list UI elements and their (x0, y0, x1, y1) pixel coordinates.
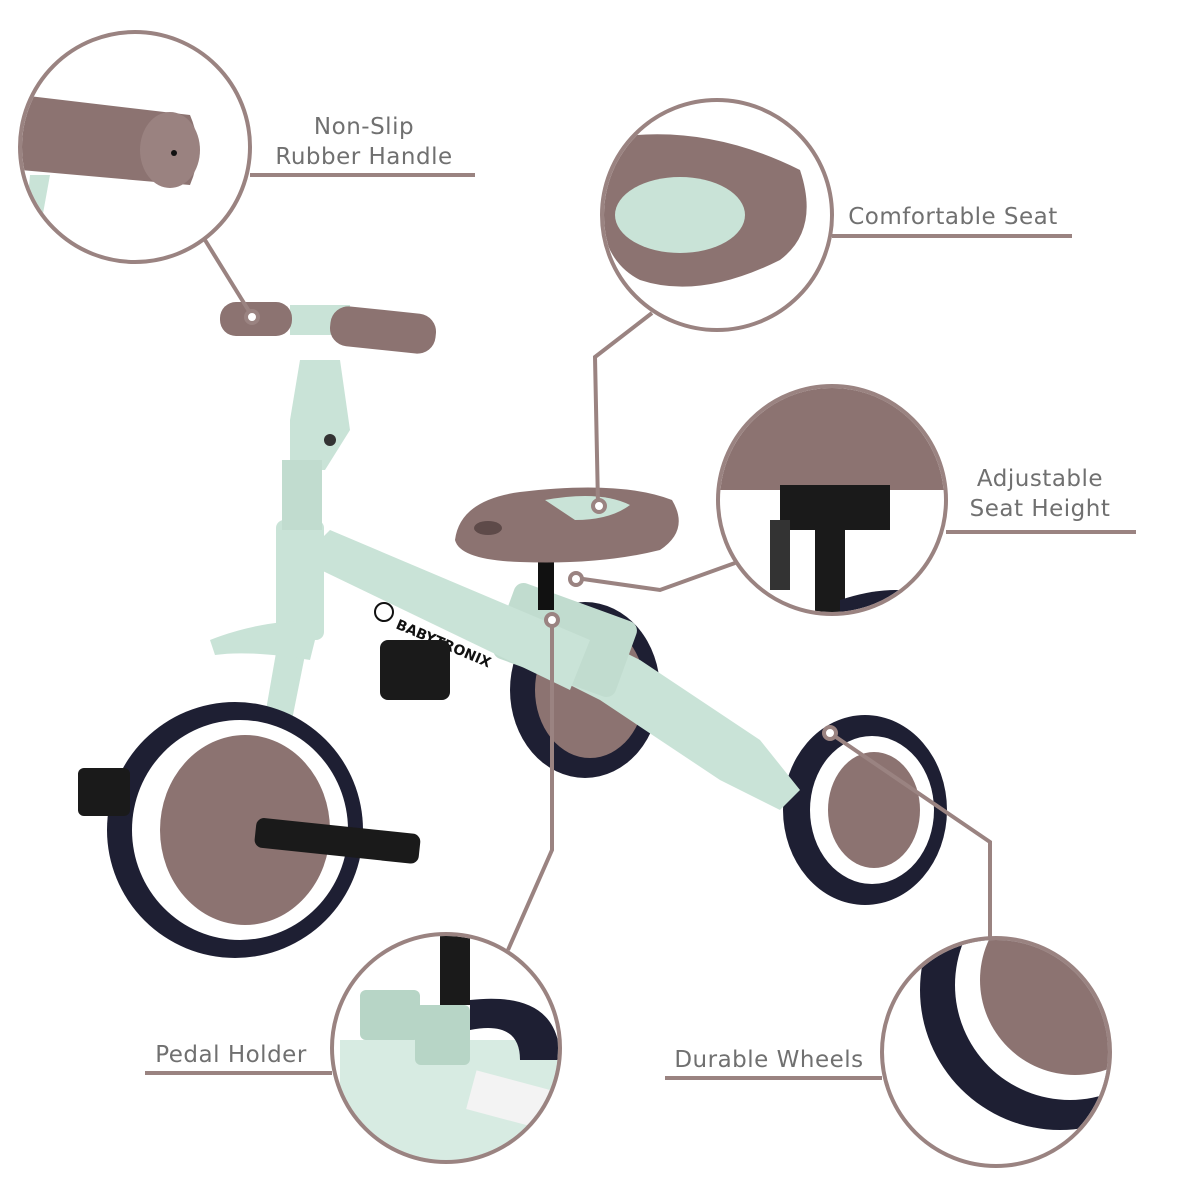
wheel-zoom-image (920, 940, 1108, 1130)
callout-lines (18, 30, 1136, 1168)
label-line: Durable Wheels (674, 1047, 864, 1073)
feature-label-pedal-holder: Pedal Holder (145, 1040, 317, 1070)
label-line: Seat Height (969, 496, 1111, 522)
feature-label-seat: Comfortable Seat (840, 202, 1066, 232)
feature-label-handle: Non-Slip Rubber Handle (262, 112, 466, 172)
feature-label-wheels: Durable Wheels (664, 1045, 874, 1075)
baby-logo-icon (374, 602, 394, 622)
label-line: Non-Slip (313, 114, 415, 140)
seat-height-zoom-image (720, 388, 944, 612)
balance-bike: BABYTRONIX (78, 302, 947, 958)
label-line: Adjustable (976, 466, 1104, 492)
pedal-holder-zoom-image (340, 936, 558, 1160)
label-line: Pedal Holder (155, 1042, 307, 1068)
feature-label-seat-height: Adjustable Seat Height (950, 464, 1130, 524)
handle-zoom-image (22, 95, 200, 230)
callout-dots (244, 309, 838, 741)
label-line: Rubber Handle (275, 144, 453, 170)
label-line: Comfortable Seat (848, 204, 1058, 230)
front-wheel (107, 702, 363, 958)
rear-wheel-front (783, 715, 947, 905)
seat-zoom-image (604, 134, 807, 287)
